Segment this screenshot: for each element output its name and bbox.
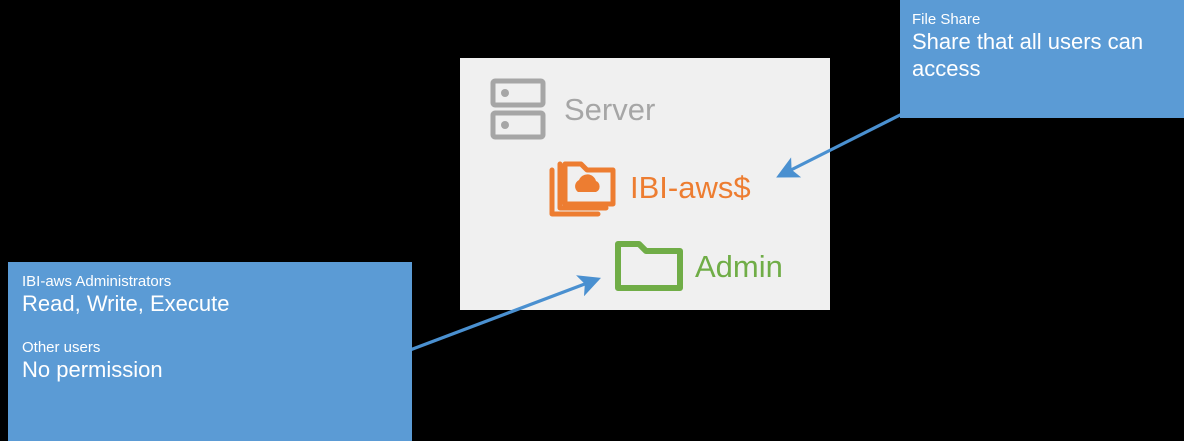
cloud-folder-stack-icon — [548, 156, 622, 218]
callout-file-share-title: File Share — [912, 11, 981, 28]
callout-spacer — [22, 318, 400, 338]
callout-permissions-group1-body: Read, Write, Execute — [22, 291, 230, 317]
server-node: Server — [490, 78, 655, 140]
file-share-label: IBI-aws$ — [630, 169, 751, 205]
callout-file-share: File Share Share that all users can acce… — [900, 0, 1184, 118]
server-container: Server IBI-aws$ — [460, 58, 830, 310]
callout-permissions-group2-body: No permission — [22, 357, 163, 383]
server-label: Server — [564, 91, 656, 127]
file-share-node[interactable]: IBI-aws$ — [548, 156, 751, 218]
folder-icon — [613, 238, 685, 294]
callout-permissions-group1-title: IBI-aws Administrators — [22, 273, 172, 290]
callout-file-share-body: Share that all users can access — [912, 29, 1144, 82]
callout-permissions: IBI-aws Administrators Read, Write, Exec… — [8, 262, 412, 441]
admin-folder-node[interactable]: Admin — [613, 238, 783, 294]
callout-permissions-group2-title: Other users — [22, 339, 101, 357]
server-icon — [490, 78, 546, 140]
admin-folder-label: Admin — [695, 248, 783, 284]
